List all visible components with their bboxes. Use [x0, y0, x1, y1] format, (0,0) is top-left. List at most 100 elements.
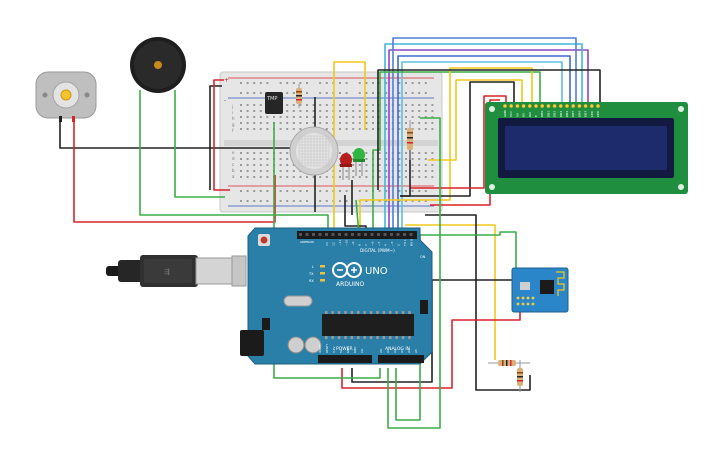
breadboard-hole	[372, 122, 374, 124]
wire-yellow-3[interactable]	[428, 79, 523, 161]
breadboard-hole	[253, 104, 256, 106]
reset-button[interactable]	[260, 236, 268, 244]
usb-cable[interactable]: ⇶	[106, 255, 247, 287]
wire-black-res[interactable]	[400, 150, 411, 197]
wire-green-analog[interactable]	[387, 117, 441, 429]
breadboard-hole	[385, 176, 388, 178]
wire-green-lcd[interactable]	[372, 71, 541, 235]
breadboard-rail-hole	[319, 200, 322, 202]
breadboard-hole	[246, 158, 249, 160]
breadboard-hole	[411, 122, 414, 124]
breadboard-hole	[266, 122, 269, 124]
wire-blue-2[interactable]	[397, 55, 571, 235]
breadboard-rail-hole	[306, 190, 308, 192]
wire-red-lcd[interactable]	[410, 95, 507, 189]
lcd-pin-label: DB3	[559, 111, 563, 117]
wire-cyan-2[interactable]	[401, 61, 563, 235]
breadboard-hole	[325, 110, 328, 112]
lcd-pin	[552, 103, 557, 108]
wire-red-esp[interactable]	[341, 310, 521, 389]
breadboard-rail-hole	[259, 190, 262, 192]
breadboard-rail-hole	[246, 200, 249, 202]
wire-yellow-esp[interactable]	[405, 224, 496, 360]
lcd-pin-label: VCC	[509, 111, 513, 117]
analog-pin-label: A1	[386, 349, 390, 353]
arduino-uno[interactable]: UNO ARDUINO DIGITAL (PWM~) POWER ANALOG …	[240, 227, 433, 365]
breadboard-hole	[424, 158, 427, 160]
breadboard-hole	[292, 116, 295, 118]
wire-green-buzzer-2[interactable]	[174, 90, 225, 198]
breadboard-hole	[286, 116, 289, 118]
row-letter: b	[232, 168, 235, 173]
breadboard-hole	[431, 170, 434, 172]
wire-green-esp[interactable]	[410, 231, 517, 270]
on-label: ON	[420, 255, 426, 259]
breadboard-hole	[352, 116, 355, 118]
breadboard-hole	[286, 158, 289, 160]
chip-leg	[382, 311, 386, 314]
wire-red-bb-left[interactable]	[213, 79, 230, 191]
wire-black-motor[interactable]	[59, 118, 300, 149]
resistor-esp-1[interactable]	[488, 360, 530, 366]
breadboard-hole	[418, 164, 421, 166]
breadboard-hole	[240, 128, 242, 130]
led-green[interactable]	[353, 148, 365, 176]
breadboard-hole	[385, 128, 388, 130]
resistor-breadboard-vertical[interactable]	[407, 120, 413, 160]
breadboard-hole	[306, 110, 308, 112]
breadboard-hole	[319, 176, 322, 178]
esp8266-module[interactable]	[511, 267, 569, 313]
chip-leg	[389, 311, 392, 314]
lcd-pin	[521, 103, 526, 108]
breadboard-rail-hole	[246, 190, 249, 192]
esp-antenna-icon	[556, 271, 565, 296]
lcd-pin-label: RS	[522, 113, 526, 117]
lcd-pin	[596, 103, 601, 108]
breadboard-hole	[424, 176, 427, 178]
wire-red-motor[interactable]	[73, 118, 276, 223]
wire-blue-1[interactable]	[392, 37, 577, 235]
breadboard-hole	[246, 122, 249, 124]
breadboard-hole	[418, 158, 421, 160]
breadboard-hole	[312, 104, 315, 106]
breadboard-hole	[266, 116, 269, 118]
breadboard-rail-hole	[424, 82, 427, 84]
temperature-sensor[interactable]: TMP	[265, 92, 283, 114]
piezo-buzzer[interactable]	[130, 37, 186, 93]
lcd-pin	[571, 103, 576, 108]
breadboard-hole	[398, 110, 401, 112]
analog-pin-label: A0	[379, 349, 383, 353]
row-letter: g	[232, 122, 235, 127]
row-letter: j	[231, 104, 233, 109]
breadboard-hole	[365, 158, 368, 160]
wire-black-bb-left[interactable]	[209, 85, 222, 190]
wire-cyan[interactable]	[384, 43, 583, 235]
wire-black-lcd-gnd[interactable]	[377, 69, 601, 190]
breadboard-rail-hole	[286, 92, 289, 94]
gas-sensor[interactable]	[289, 126, 339, 176]
led-red[interactable]	[340, 153, 352, 180]
wire-green-buzzer[interactable]	[139, 90, 329, 235]
breadboard-hole	[266, 170, 269, 172]
breadboard-rail-hole	[418, 190, 421, 192]
dc-motor[interactable]	[35, 71, 97, 122]
lcd-16x2[interactable]: GND VCC V0 RS RW E DB0 DB1 DB2 DB3 DB4 D…	[485, 102, 688, 194]
breadboard-rail-hole	[358, 190, 361, 192]
wire-black-esp[interactable]	[425, 214, 531, 391]
breadboard-hole	[352, 110, 355, 112]
resistor-esp-2[interactable]	[517, 360, 523, 392]
analog-pin-label: A5	[414, 349, 418, 353]
breadboard-hole	[339, 158, 341, 160]
resistor-breadboard-top[interactable]	[296, 84, 302, 108]
breadboard-rail-hole	[345, 200, 348, 202]
wire-black-2[interactable]	[400, 81, 515, 197]
chip-leg	[382, 336, 386, 339]
row-letter: d	[232, 156, 235, 161]
chip-leg	[337, 336, 341, 339]
breadboard-hole	[365, 110, 368, 112]
wire-yellow-1[interactable]	[359, 67, 533, 235]
wire-purple[interactable]	[388, 49, 589, 235]
digital-pin-label: ~3	[390, 241, 394, 246]
breadboard-hole	[292, 176, 295, 178]
breadboard-rail-hole	[325, 200, 328, 202]
